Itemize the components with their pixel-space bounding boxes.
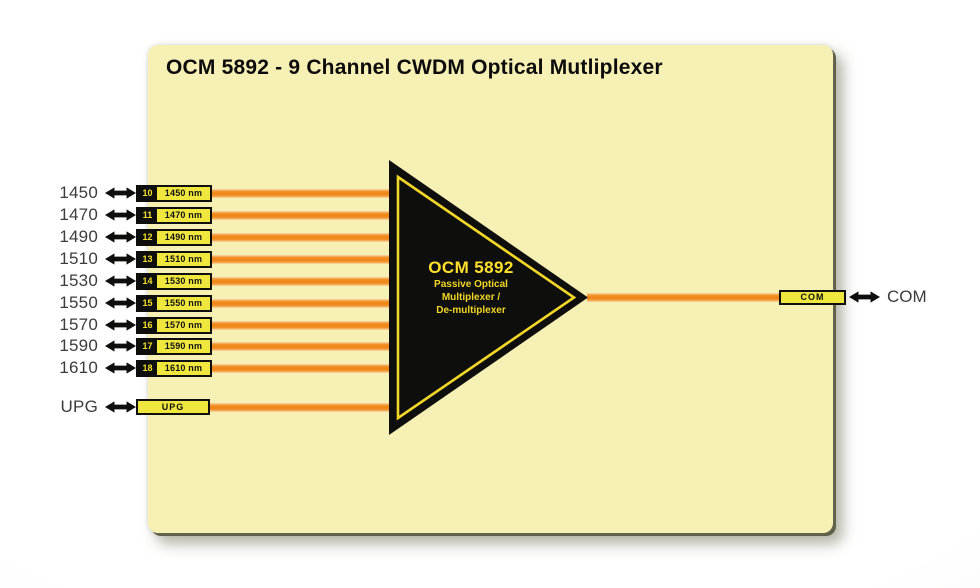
channel-row-1470: 1470 11 1470 nm [40,204,390,226]
channel-row-1530: 1530 14 1530 nm [40,270,390,292]
channel-row-1570: 1570 16 1570 nm [40,314,390,336]
double-arrow-icon [105,209,136,221]
channel-number-badge: 13 [138,252,157,266]
channel-wavelength-label: 1570 [59,315,98,334]
double-arrow-icon [105,253,136,265]
channel-wavelength-text: 1490 nm [164,232,203,242]
channel-wavelength-text: 1530 nm [164,276,203,286]
com-row: COM COM [587,286,947,308]
double-arrow-icon [105,362,136,374]
multiplexer-label-block: OCM 5892 Passive Optical Multiplexer / D… [392,258,550,317]
channel-port-box: 13 1510 nm [136,250,212,268]
channel-row-1490: 1490 12 1490 nm [40,226,390,248]
multiplexer-model-text: OCM 5892 [428,258,514,277]
double-arrow-icon [105,340,136,352]
upg-row: UPG UPG [40,396,390,418]
fiber-line [212,188,390,198]
fiber-line [212,363,390,373]
multiplexer-triangle [389,160,588,435]
channel-wavelength-text: 1570 nm [164,320,203,330]
double-arrow-icon [105,401,136,413]
multiplexer-sub-text-2: Multiplexer / [441,292,501,303]
channel-port-box: 10 1450 nm [136,184,212,202]
fiber-line [212,210,390,220]
fiber-line [212,254,390,264]
com-port-label: COM [887,287,927,306]
channel-port-box: 17 1590 nm [136,337,212,355]
com-port-box: COM [779,289,846,305]
channel-port-box: 11 1470 nm [136,206,212,224]
channel-number-badge: 14 [138,274,157,288]
fiber-line [212,276,390,286]
channel-wavelength-text: 1610 nm [164,363,203,373]
channel-wavelength-label: 1510 [59,249,98,268]
channel-wavelength-label: 1530 [59,271,98,290]
channel-row-1510: 1510 13 1510 nm [40,248,390,270]
channel-number-badge: 16 [138,318,157,332]
channel-wavelength-text: 1450 nm [164,188,203,198]
fiber-line-com [587,292,779,302]
channel-number-badge: 12 [138,230,157,244]
channel-wavelength-text: 1470 nm [164,210,203,220]
multiplexer-sub-text-1: Passive Optical [434,279,508,290]
channel-number-badge: 15 [138,296,157,310]
channel-port-box: 18 1610 nm [136,359,212,377]
channel-wavelength-label: 1470 [59,205,98,224]
channel-wavelength-text: 1590 nm [164,341,203,351]
upg-port-box: UPG [136,399,210,415]
double-arrow-icon [105,297,136,309]
channel-wavelength-text: 1510 nm [164,254,203,264]
channel-number-badge: 17 [138,339,157,353]
channel-port-box: 14 1530 nm [136,272,212,290]
channel-row-1550: 1550 15 1550 nm [40,292,390,314]
double-arrow-icon [105,275,136,287]
fiber-line [212,341,390,351]
fiber-line [212,320,390,330]
multiplexer-sub-text-3: De-multiplexer [436,305,506,316]
diagram-title: OCM 5892 - 9 Channel CWDM Optical Mutlip… [166,56,663,79]
fiber-line [212,298,390,308]
channel-number-badge: 11 [138,208,157,222]
channel-row-1590: 1590 17 1590 nm [40,335,390,357]
channel-port-box: 16 1570 nm [136,316,212,334]
upg-port-label: UPG [60,397,98,416]
channel-number-badge: 18 [138,361,157,375]
fiber-line [212,232,390,242]
fiber-line [210,402,390,412]
double-arrow-icon [105,231,136,243]
channel-wavelength-label: 1550 [59,293,98,312]
channel-wavelength-label: 1450 [59,183,98,202]
double-arrow-icon [105,187,136,199]
channel-wavelength-label: 1490 [59,227,98,246]
channel-wavelength-text: 1550 nm [164,298,203,308]
channel-wavelength-label: 1590 [59,336,98,355]
channel-row-1610: 1610 18 1610 nm [40,357,390,379]
channel-row-1450: 1450 10 1450 nm [40,182,390,204]
channel-number-badge: 10 [138,186,157,200]
channel-port-box: 15 1550 nm [136,294,212,312]
double-arrow-icon [105,319,136,331]
channel-port-box: 12 1490 nm [136,228,212,246]
double-arrow-icon [849,291,880,303]
channel-wavelength-label: 1610 [59,358,98,377]
